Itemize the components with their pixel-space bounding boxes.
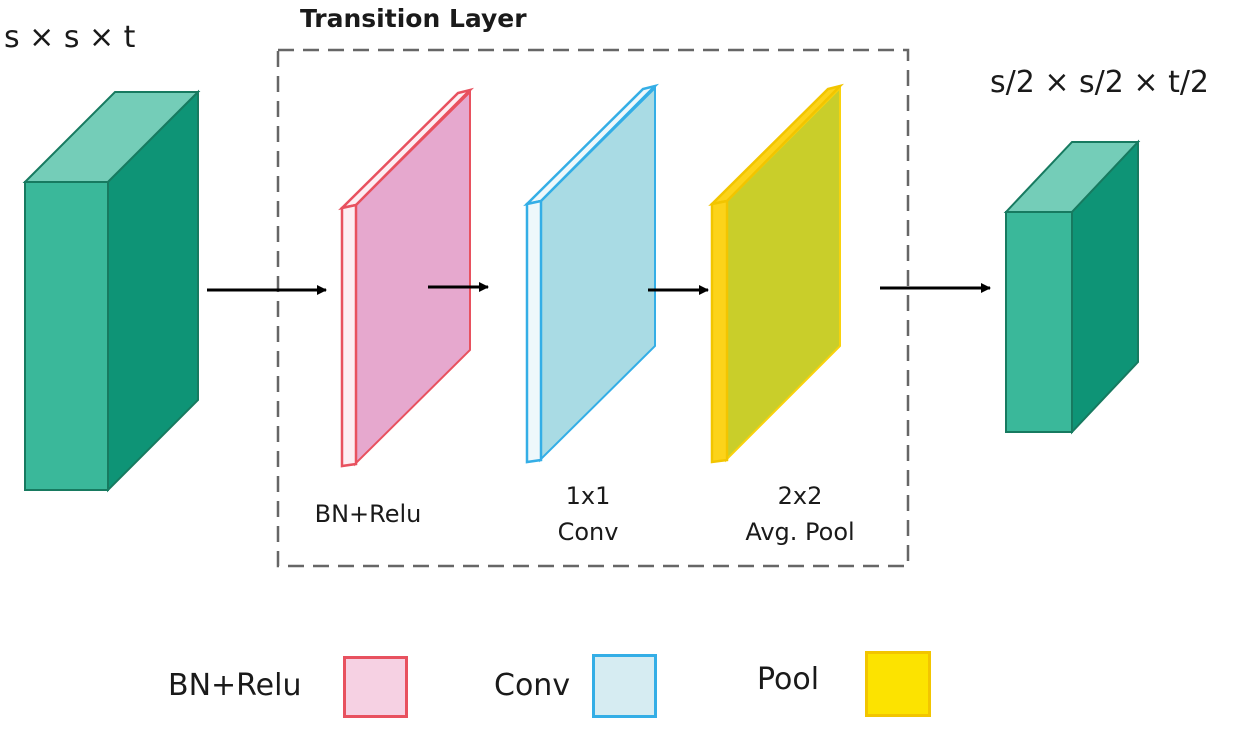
stage-label-pool-op: Avg. Pool	[745, 518, 855, 546]
legend-label-bn-relu: BN+Relu	[168, 668, 302, 703]
conv-plane-thickness	[525, 199, 543, 464]
output-block	[1003, 139, 1141, 435]
input-size-label: s × s × t	[4, 20, 136, 55]
legend-label-pool: Pool	[757, 662, 820, 697]
input-block-front	[24, 181, 109, 491]
bn-relu-plane-thickness	[340, 203, 358, 468]
legend-label-conv: Conv	[494, 668, 571, 703]
legend-swatch-pool	[865, 651, 931, 717]
stage-label-conv-op: Conv	[557, 518, 619, 546]
output-size-label: s/2 × s/2 × t/2	[990, 65, 1210, 100]
output-block-front	[1005, 211, 1073, 433]
bn-relu-plane	[338, 87, 475, 468]
input-block	[22, 89, 201, 493]
stage-label-conv-size: 1x1	[565, 482, 611, 510]
conv-plane	[523, 83, 660, 464]
stage-label-bn-relu: BN+Relu	[314, 500, 422, 528]
transition-layer-title: Transition Layer	[300, 4, 527, 33]
pool-plane-thickness	[710, 199, 729, 464]
legend-swatch-bn-relu	[343, 656, 408, 718]
stage-label-pool-size: 2x2	[777, 482, 823, 510]
transition-layer-box	[276, 48, 910, 568]
legend-swatch-conv	[592, 654, 657, 718]
pool-plane	[708, 83, 845, 464]
